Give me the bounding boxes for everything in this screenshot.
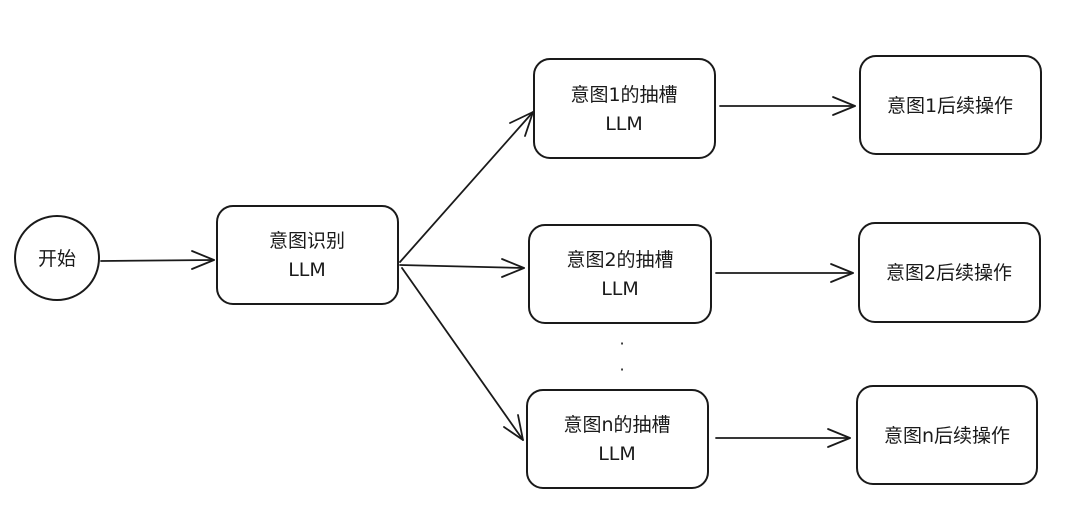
edge-slot-n-to-follow-n [715,428,851,448]
edge-slot-2-to-follow-2 [715,263,854,283]
node-intent-recognition: 意图识别 LLM [216,205,399,305]
node-start-label: 开始 [38,248,76,270]
node-slot-1-line2: LLM [605,113,643,135]
edge-intent-to-slot-1 [399,111,534,263]
node-follow-1-label: 意图1后续操作 [887,95,1013,117]
node-slot-2-line1: 意图2的抽槽 [566,249,673,271]
edge-intent-to-slot-n [401,267,524,441]
node-follow-1: 意图1后续操作 [859,55,1042,155]
node-slot-n: 意图n的抽槽 LLM [526,389,709,489]
node-follow-2: 意图2后续操作 [858,222,1041,323]
node-intent-recognition-line1: 意图识别 [269,230,345,252]
node-start: 开始 [14,215,100,301]
node-slot-n-line2: LLM [598,443,636,465]
ellipsis-dot-2: · [619,360,624,379]
node-follow-n-label: 意图n后续操作 [884,425,1010,447]
node-slot-1-line1: 意图1的抽槽 [570,84,677,106]
node-follow-2-label: 意图2后续操作 [886,262,1012,284]
edges [100,96,856,448]
node-slot-1: 意图1的抽槽 LLM [533,58,716,159]
node-intent-recognition-line2: LLM [288,259,326,281]
node-slot-2: 意图2的抽槽 LLM [528,224,712,324]
edge-start-to-intent [100,250,215,270]
edge-intent-to-slot-2 [399,258,525,278]
ellipsis-dots: · · [619,334,624,379]
edge-slot-1-to-follow-1 [719,96,856,116]
ellipsis-dot-1: · [619,334,624,353]
node-follow-n: 意图n后续操作 [856,385,1038,485]
node-slot-2-line2: LLM [601,278,639,300]
node-slot-n-line1: 意图n的抽槽 [563,414,670,436]
